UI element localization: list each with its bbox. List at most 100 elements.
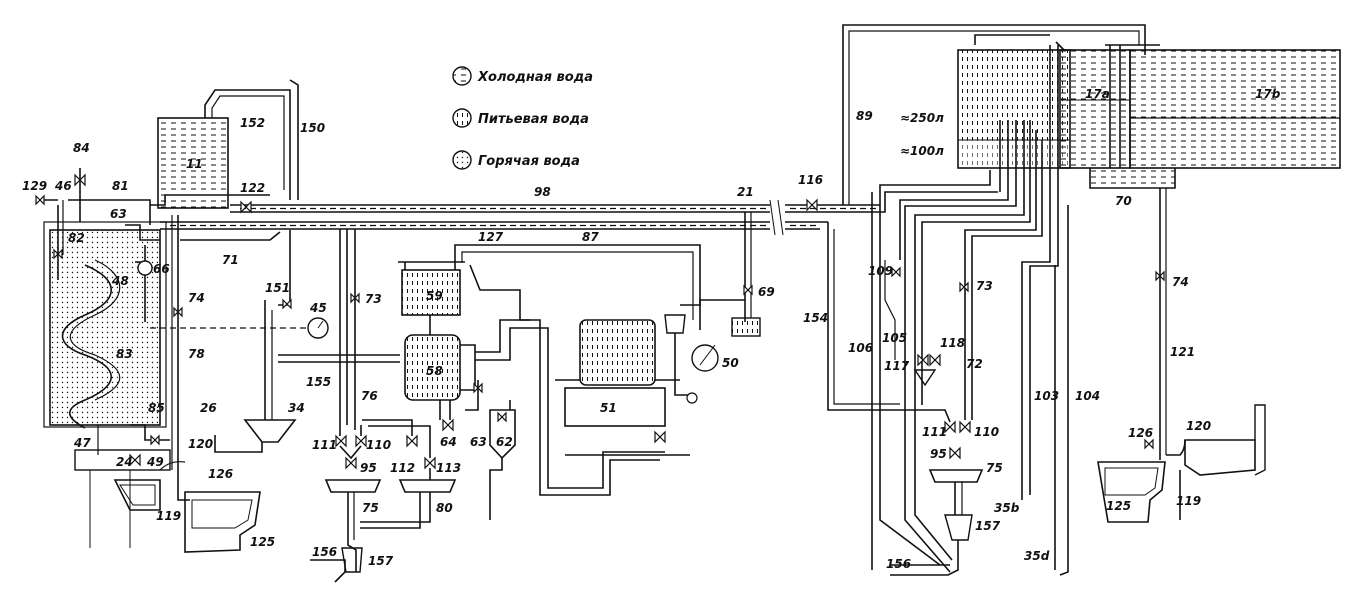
legend: Холодная вода Питьевая вода Горячая вода — [452, 66, 593, 170]
label-34: 34 — [288, 401, 305, 415]
toilet-125-right — [1097, 461, 1166, 523]
label-46: 46 — [54, 179, 72, 193]
valve-122 — [240, 200, 252, 214]
label-126-right: 126 — [1128, 426, 1153, 440]
label-72: 72 — [966, 357, 983, 371]
label-105: 105 — [882, 331, 907, 345]
valve-95-right — [949, 446, 961, 460]
drip-tray-69 — [731, 317, 761, 337]
label-154: 154 — [803, 311, 828, 325]
valve-113 — [424, 456, 436, 470]
tank-17a — [957, 49, 1131, 169]
washbasin-left — [113, 479, 161, 511]
sink-75-left — [324, 479, 382, 493]
sink-120-right — [1184, 439, 1256, 476]
legend-hot-label: Горячая вода — [478, 154, 580, 169]
label-118: 118 — [940, 336, 965, 350]
label-129: 129 — [22, 179, 47, 193]
valve-63-center — [473, 382, 483, 394]
sink-75-right — [928, 469, 984, 483]
legend-drinking-label: Питьевая вода — [478, 112, 589, 127]
label-78: 78 — [188, 347, 205, 361]
label-85: 85 — [148, 401, 165, 415]
label-35d: 35d — [1024, 549, 1050, 563]
sink-80 — [398, 479, 457, 493]
label-69: 69 — [758, 285, 775, 299]
label-vol-250: ≈250л — [900, 111, 944, 125]
label-110-right: 110 — [974, 425, 999, 439]
drain-157-right — [944, 514, 973, 541]
label-74-right: 74 — [1172, 275, 1189, 289]
label-49: 49 — [146, 455, 164, 469]
label-83: 83 — [116, 347, 133, 361]
legend-cold-label: Холодная вода — [477, 70, 593, 85]
valve-111-left — [335, 434, 347, 448]
label-84: 84 — [73, 141, 90, 155]
label-152: 152 — [240, 116, 265, 130]
label-81: 81 — [112, 179, 129, 193]
valve-24 — [129, 453, 141, 467]
valve-62 — [497, 411, 507, 423]
label-157-left: 157 — [368, 554, 394, 568]
label-24: 24 — [116, 455, 133, 469]
label-110-left: 110 — [366, 438, 391, 452]
legend-drinking: Питьевая вода — [452, 108, 589, 128]
right-section — [785, 24, 1341, 576]
label-156-left: 156 — [312, 545, 337, 559]
label-125-left: 125 — [250, 535, 275, 549]
label-120-left: 120 — [188, 437, 213, 451]
valve-126-right — [1144, 438, 1154, 450]
label-17a: 17a — [1085, 87, 1110, 101]
label-117: 117 — [884, 359, 910, 373]
label-119-left: 119 — [156, 509, 181, 523]
tank-pan-70 — [1089, 168, 1176, 189]
unit-51-base — [564, 387, 666, 427]
label-106: 106 — [848, 341, 873, 355]
legend-cold: Холодная вода — [452, 66, 593, 86]
boiler-58 — [404, 334, 461, 401]
label-76: 76 — [361, 389, 378, 403]
label-75-left: 75 — [362, 501, 379, 515]
label-156-right: 156 — [886, 557, 911, 571]
valve-84 — [74, 173, 86, 187]
valve-69 — [743, 284, 753, 296]
label-113: 113 — [436, 461, 461, 475]
valve-129 — [35, 194, 45, 206]
label-150: 150 — [300, 121, 325, 135]
label-58: 58 — [426, 364, 443, 378]
funnel-34 — [243, 419, 297, 443]
valve-73-left — [350, 292, 360, 304]
label-80: 80 — [436, 501, 453, 515]
valve-110-left — [355, 434, 367, 448]
unit-51-drinking-tank — [579, 319, 656, 386]
tank-17b — [1129, 49, 1341, 169]
label-87: 87 — [582, 230, 599, 244]
label-120-right: 120 — [1186, 419, 1211, 433]
valve-118 — [929, 353, 941, 367]
label-70: 70 — [1115, 194, 1132, 208]
boiler-outer-shell — [43, 221, 167, 428]
valve-95-left — [345, 456, 357, 470]
label-75-right: 75 — [986, 461, 1003, 475]
valve-111-right — [944, 420, 956, 434]
label-11: 11 — [186, 157, 203, 171]
label-21: 21 — [737, 185, 754, 199]
boiler-coil — [61, 264, 113, 429]
label-111-left: 111 — [312, 438, 337, 452]
label-45: 45 — [309, 301, 327, 315]
valve-82 — [53, 248, 63, 260]
legend-hot: Горячая вода — [452, 150, 580, 170]
valve-85 — [150, 434, 160, 446]
label-50: 50 — [722, 356, 739, 370]
valve-64 — [442, 418, 454, 432]
valve-109 — [891, 266, 901, 278]
float-valve-66 — [137, 260, 153, 276]
label-vol-100: ≈100л — [900, 144, 944, 158]
left-section — [35, 79, 784, 583]
label-74-left: 74 — [188, 291, 205, 305]
label-122: 122 — [240, 181, 265, 195]
label-109: 109 — [868, 264, 893, 278]
valve-51-drain — [654, 430, 666, 444]
label-26: 26 — [200, 401, 217, 415]
strainer-50-top — [664, 314, 686, 334]
